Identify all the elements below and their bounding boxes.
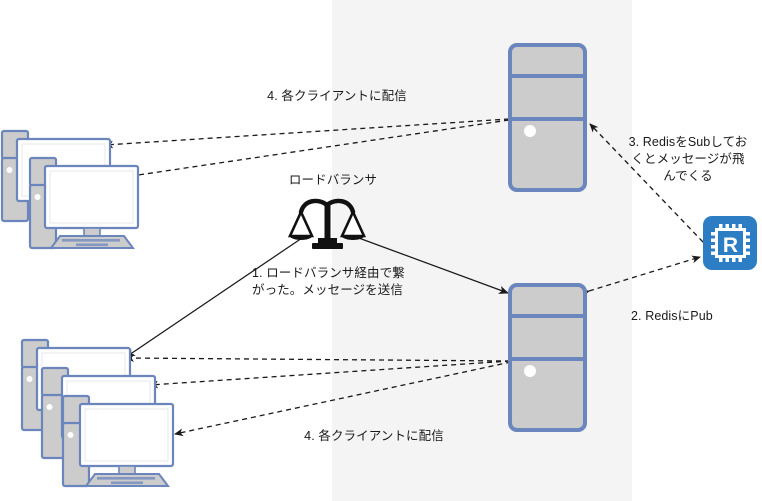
- label-step2: 2. RedisにPub: [631, 309, 713, 323]
- edge-server-bottom-to-client-bottom-2: [149, 360, 511, 389]
- edge-server-bottom-to-redis: [580, 255, 701, 298]
- label-step4-top: 4. 各クライアントに配信: [267, 89, 407, 103]
- label-step3: 3. RedisをSubしてお くとメッセージが飛 んでくる: [628, 135, 748, 183]
- edge-server-bottom-to-client-bottom-3: [174, 361, 512, 437]
- power-led-icon: [34, 194, 41, 200]
- label-load-balancer: ロードバランサ: [288, 173, 378, 187]
- power-led-icon: [46, 404, 53, 410]
- redis-glyph: R: [723, 234, 738, 257]
- client-computer[interactable]: [61, 394, 175, 488]
- client-group-bottom[interactable]: [20, 338, 175, 488]
- edge-redis-to-server-top: [589, 123, 712, 251]
- app-server-bottom[interactable]: [508, 283, 587, 432]
- edge-server-bottom-to-client-bottom-1: [125, 354, 511, 362]
- power-led-icon: [524, 125, 536, 137]
- edge-server-top-to-client-top-2: [117, 119, 510, 181]
- redis-chip-icon: [711, 224, 750, 262]
- redis-node[interactable]: R: [703, 216, 757, 270]
- power-led-icon: [67, 432, 74, 438]
- keyboard-icon: [84, 473, 170, 487]
- app-server-top[interactable]: [508, 43, 587, 192]
- scales-balance-icon[interactable]: [287, 198, 367, 249]
- edge-lb-to-client-bottom: [125, 235, 306, 358]
- label-step4-bottom: 4. 各クライアントに配信: [304, 429, 444, 443]
- power-led-icon: [524, 365, 536, 377]
- edge-server-top-to-client-top-1: [104, 118, 510, 149]
- power-led-icon: [6, 167, 13, 173]
- client-computer[interactable]: [28, 156, 140, 250]
- keyboard-icon: [49, 235, 135, 249]
- label-step1: 1. ロードバランサ経由で繋 がった。メッセージを送信: [252, 266, 405, 297]
- power-led-icon: [26, 376, 33, 382]
- edge-lb-to-server-bottom: [347, 233, 509, 294]
- client-group-top[interactable]: [0, 129, 140, 250]
